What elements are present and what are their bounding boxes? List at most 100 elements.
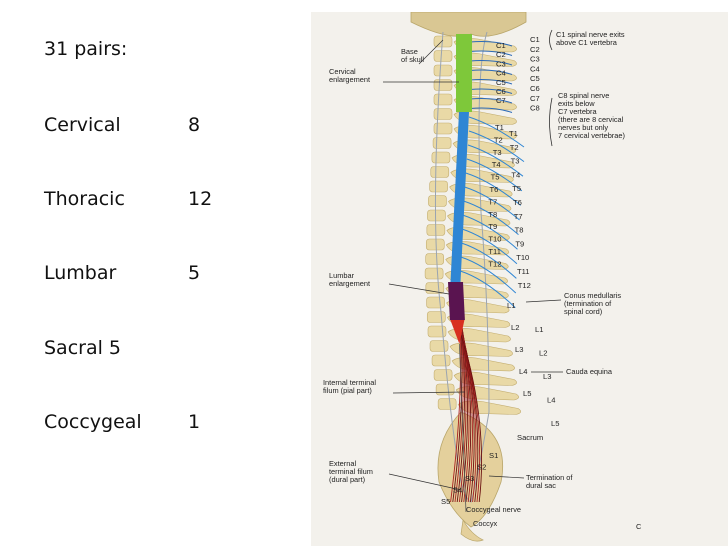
lumbar-inner-label: L3 (515, 345, 523, 354)
thoracic-outer-label: T6 (513, 198, 522, 207)
vertebral-body (433, 108, 453, 120)
cervical-nerve (469, 107, 513, 113)
vertebral-body (435, 383, 455, 396)
leader-conus (525, 299, 562, 303)
c8-note-label: C7 vertebra (558, 107, 598, 116)
cervical-nerve (469, 88, 513, 94)
lumbar-outer-label: L2 (539, 349, 547, 358)
leader-external-filum (388, 473, 462, 491)
vertebral-body (426, 311, 446, 323)
vertebral-body (433, 64, 453, 77)
cervical-enlargement-label: Cervical (329, 67, 356, 76)
thoracic-inner-label: T6 (490, 185, 499, 194)
diagram-labels: C1C2C3C4C5C6C7C1C2C3C4C5C6C7C8T1T2T3T4T5… (323, 30, 642, 531)
cervical-outer-label: C2 (530, 45, 540, 54)
corner-mark: C (636, 522, 642, 531)
lumbar-outer-label: L3 (543, 372, 551, 381)
vertebral-body (433, 369, 453, 381)
leader-dural-sac (488, 475, 525, 479)
slide-text-list: 31 pairs: Cervical 8 Thoracic 12 Lumbar … (0, 0, 300, 546)
c1-note-label: C1 spinal nerve exits (556, 30, 625, 39)
cervical-inner-label: C3 (496, 59, 506, 68)
row-label: Coccygeal (44, 411, 142, 433)
c8-note-label: (there are 8 cervical (558, 115, 624, 124)
lumbar-enlargement-label: Lumbar (329, 271, 355, 280)
vertebral-body (432, 137, 452, 149)
coccygeal-nerve-label: Coccygeal nerve (466, 505, 521, 514)
thoracic-outer-label: T2 (510, 143, 519, 152)
thoracic-outer-label: T11 (517, 267, 530, 276)
thoracic-outer-label: T9 (515, 239, 524, 248)
thoracic-nerve (468, 130, 525, 162)
thoracic-inner-label: T3 (493, 148, 502, 157)
thoracic-outer-label: T5 (512, 184, 521, 193)
thoracic-inner-label: T9 (488, 222, 497, 231)
thoracic-outer-label: T12 (518, 281, 531, 290)
base-of-skull-label: Base (401, 47, 418, 56)
vertebral-body (433, 79, 453, 91)
conus-medullaris-label: (termination of (564, 299, 612, 308)
coccyx-bone (460, 518, 484, 542)
thoracic-outer-label: T1 (509, 129, 518, 138)
cervical-outer-label: C8 (530, 104, 540, 113)
thoracic-segment (450, 112, 469, 282)
sacrum-label: Sacrum (517, 433, 543, 442)
sacral-label: S4 (453, 486, 462, 495)
dural-sac (434, 31, 490, 503)
row-label: Thoracic (44, 188, 125, 210)
vertebral-body (430, 166, 450, 178)
vertebral-body (426, 296, 445, 309)
spinal-cord-diagram: C1C2C3C4C5C6C7C1C2C3C4C5C6C7C8T1T2T3T4T5… (323, 12, 642, 542)
filum-terminale (459, 343, 467, 513)
thoracic-nerve (461, 228, 518, 265)
leader-internal-filum (392, 391, 466, 394)
thoracic-nerve (463, 200, 519, 235)
cervical-inner-label: C7 (496, 96, 506, 105)
skull-base (410, 12, 527, 37)
c8-note-label: nerves but only (558, 123, 608, 132)
cervical-outer-label: C6 (530, 84, 540, 93)
thoracic-nerve (468, 116, 525, 148)
vertebral-body (425, 238, 445, 251)
cervical-nerve (469, 50, 513, 56)
lumbar-inner-label: L5 (523, 389, 531, 398)
thoracic-nerve (461, 242, 517, 279)
thoracic-outer-label: T3 (511, 157, 520, 166)
thoracic-outer-label: T8 (515, 226, 524, 235)
c8-bracket (549, 97, 553, 147)
cervical-outer-label: C1 (530, 35, 540, 44)
spinal-nerves (450, 41, 525, 503)
vertebral-body (433, 122, 453, 135)
thoracic-nerve (464, 186, 520, 221)
c1-bracket (549, 29, 553, 51)
lumbar-outer-label: L4 (547, 396, 555, 405)
thoracic-outer-label: T7 (514, 212, 523, 221)
external-filum-label: (dural part) (329, 475, 365, 484)
cervical-outer-label: C7 (530, 94, 540, 103)
row-count: 5 (188, 262, 201, 284)
thoracic-inner-label: T8 (488, 210, 497, 219)
thoracic-outer-label: T4 (511, 170, 520, 179)
leader-lumbar-enlargement (388, 283, 450, 295)
conus-medullaris-label: spinal cord) (564, 307, 602, 316)
vertebral-body (429, 340, 449, 352)
thoracic-nerve (466, 158, 523, 192)
c8-note-label: exits below (558, 99, 595, 108)
thoracic-inner-label: T11 (488, 247, 501, 256)
vertebral-body (425, 253, 444, 265)
thoracic-nerve (460, 270, 516, 308)
thoracic-nerve (467, 144, 524, 177)
lumbar-inner-label: L1 (507, 301, 515, 310)
vertebral-body (428, 195, 447, 207)
thoracic-inner-label: T10 (488, 235, 501, 244)
thoracic-inner-label: T7 (488, 197, 497, 206)
cervical-outer-label: C5 (530, 74, 540, 83)
sacral-label: S1 (489, 451, 498, 460)
cauda-equina-nerve (459, 330, 482, 503)
sacral-label: S2 (477, 463, 486, 472)
cervical-outer-label: C4 (530, 64, 540, 73)
row-count: 12 (188, 188, 213, 210)
thoracic-nerve (462, 214, 518, 250)
vertebral-body (424, 267, 444, 280)
